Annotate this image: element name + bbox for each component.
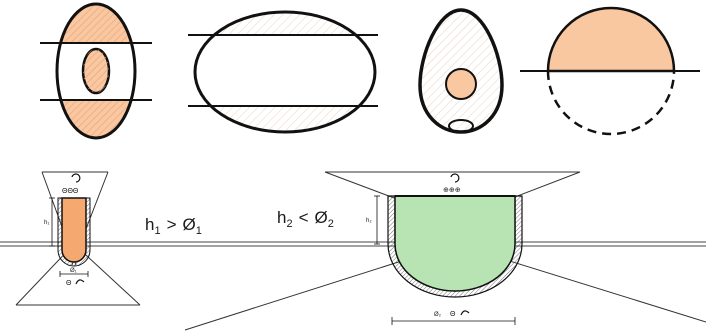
charge-row-label-2: ⊕⊕⊕ xyxy=(443,187,461,194)
theta-label-2: Θ xyxy=(450,311,456,318)
rotation-arrow-icon xyxy=(450,173,460,183)
relation-left: h1>Ø1 xyxy=(145,215,202,237)
dim-h2-label: h₂ xyxy=(366,218,372,224)
relation-right-op: < xyxy=(299,208,309,227)
svg-text:h1>Ø1: h1>Ø1 xyxy=(145,215,202,237)
shape-horizontal-ellipse xyxy=(188,10,378,134)
relation-left-op: > xyxy=(167,215,177,234)
charge-row-label: ΘΘΘ xyxy=(62,188,79,195)
relation-left-lhs: h xyxy=(145,215,154,234)
wide-insert-diagram: h₂ Ø₂ Θ ⊕⊕⊕ xyxy=(184,171,706,331)
dim-d1-label: Ø₁ xyxy=(70,268,77,274)
rotation-arrow-icon xyxy=(71,173,81,183)
dim-h1-label: h₁ xyxy=(44,220,49,226)
narrow-insert-diagram: h₁ Ø₁ Θ ΘΘΘ xyxy=(15,171,141,306)
theta-label-1: Θ xyxy=(66,280,72,287)
ground-plane xyxy=(0,241,706,247)
shape-vertical-ellipse xyxy=(40,2,152,140)
relation-left-rhs: Ø xyxy=(183,215,196,234)
relation-right-rhs: Ø xyxy=(315,208,328,227)
relation-left-lhs-sub: 1 xyxy=(154,225,160,237)
rotation-arrow-icon xyxy=(75,279,85,285)
relation-right-rhs-sub: 2 xyxy=(328,218,334,230)
rotation-arrow-icon xyxy=(460,310,470,316)
shape-egg xyxy=(418,8,504,134)
dim-d2-label: Ø₂ xyxy=(434,312,442,318)
relation-left-rhs-sub: 1 xyxy=(196,225,202,237)
relation-right: h2<Ø2 xyxy=(277,208,334,230)
svg-text:h2<Ø2: h2<Ø2 xyxy=(277,208,334,230)
relation-right-lhs-sub: 2 xyxy=(286,218,292,230)
shape-half-circle xyxy=(520,6,700,136)
relation-right-lhs: h xyxy=(277,208,286,227)
